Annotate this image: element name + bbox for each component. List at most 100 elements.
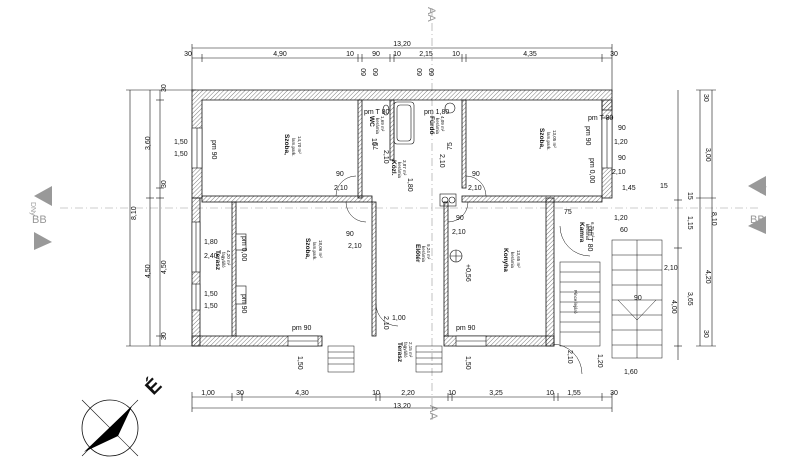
room-area: 1,69 m² [380,116,385,132]
room-name: Terasz [396,342,403,363]
top-dim-seg: 4,35 [523,51,537,58]
opening-dim: 1,50 [174,139,188,146]
section-label-bottom: AA [427,405,439,420]
room-label-szoba-1: Szoba, lam.park. 14,70 m² [283,134,302,157]
opening-label: pm 90 [292,325,312,332]
opening-dim: 2,10 [566,350,573,364]
opening-dim: 1,50 [204,303,218,310]
room-label-furdo: Fürdő kerámia 4,09 m² [428,116,445,135]
top-dim-seg: 10 [346,51,354,58]
room-name: WC [368,116,375,127]
left-dim-seg: 30 [161,180,168,188]
left-dimension-chain [126,89,196,347]
top-inner-dim: 60 [417,68,424,76]
opening-dim: 75 [447,142,454,150]
opening-dim: 2,10 [612,169,626,176]
bottom-dim-seg: 2,20 [401,390,415,397]
room-name: Szoba, [304,238,311,259]
right-dim-seg: 15 [686,192,693,200]
opening-dim: 1,50 [296,356,303,370]
bottom-dim-seg: 10 [546,390,554,397]
room-name: Szoba, [538,128,545,149]
opening-dim: 90 [346,231,354,238]
left-total-dim: 8,10 [131,206,138,220]
opening-dim: 2,10 [664,265,678,272]
room-area: 9,24 m² [426,244,431,260]
opening-dim: 90 [618,155,626,162]
opening-dim: 90 [456,215,464,222]
opening-label: pm T 80 [588,115,614,122]
opening-dim: 10 [370,138,377,146]
bottom-dim-seg: 10 [448,390,456,397]
bottom-dim-seg: 3,25 [489,390,503,397]
room-name: Konyha [502,248,509,272]
opening-dim: 75 [564,209,572,216]
opening-dim: 2,10 [438,154,445,168]
room-name: Előtér [414,244,421,263]
opening-label: pm 90 [456,325,476,332]
opening-dim: 15 [660,183,668,190]
room-label-kozl: Közl. kerámia 3,87 m² [390,160,407,179]
room-label-terasz-1: Terasz fagyálló 4,20 m² [214,250,231,271]
room-finish: fagyálló [221,252,226,268]
opening-dim: 2,10 [334,185,348,192]
north-arrow: É [81,374,166,457]
opening-dim: 60 [620,227,628,234]
opening-dim: 1,00 [392,315,406,322]
top-inner-dim: 60 [361,68,368,76]
opening-label: pm 1,80 [424,109,449,116]
room-name: Terasz [214,250,221,271]
right-dim-seg: 4,00 [670,300,677,314]
opening-dim: 1,20 [614,139,628,146]
section-label-left-bottom: BB [32,214,47,226]
left-lower-dim: 4,50 [145,264,152,278]
opening-dim: 2,10 [382,150,389,164]
door-swings [335,175,591,375]
room-area: 6,75 m² [590,222,595,238]
room-area: 3,87 m² [402,160,407,176]
bottom-dim-seg: 1,55 [567,390,581,397]
room-label-szoba-2: Szoba, lam.park. 13,05 m² [538,128,557,151]
left-dim-seg: 30 [161,332,168,340]
room-label-terasz-2: Terasz fagyálló 2,15 m² [396,342,413,363]
top-dimension-chain [191,44,613,92]
bottom-dim-seg: 30 [610,390,618,397]
top-inner-dim: 60 [429,68,436,76]
top-dim-seg: 30 [610,51,618,58]
room-name: Kamra [578,222,585,243]
room-label-szoba-3: Szoba, lam.park. 18,06 m² [304,238,323,261]
opening-dim: 90 [472,171,480,178]
opening-dim: 2,10 [452,229,466,236]
stairs [559,239,663,359]
opening-dim: 90 [618,125,626,132]
right-lower-dim: 4,20 [704,270,711,284]
room-finish: kerámia [585,224,590,241]
room-finish: kerámia [435,118,440,135]
left-dim-seg: 30 [161,84,168,92]
bottom-dim-seg: 4,30 [295,390,309,397]
room-finish: kerámia [421,246,426,263]
level-mark: +0,56 [464,264,471,282]
opening-labels: pm T 80 pm 1,80 pm 90 pm 90 pm 0,00 pm 0… [174,109,678,376]
opening-dim: 1,60 [624,369,638,376]
section-arrows [34,176,766,250]
opening-dim: 2,10 [468,185,482,192]
room-finish: lam.park. [312,242,317,261]
bottom-dim-seg: 1,00 [201,390,215,397]
opening-dim: 1,20 [596,354,603,368]
walls [191,89,613,347]
room-finish: kerámia [510,252,515,269]
room-label-kamra: Kamra kerámia 6,75 m² [578,222,595,243]
top-dim-seg: 90 [372,51,380,58]
top-inner-dim: 60 [373,68,380,76]
opening-label: pm 90 [584,126,591,146]
room-finish: kerámia [397,162,402,179]
opening-dim: 75 [373,142,380,150]
bottom-total-dim: 13,20 [393,403,411,410]
room-area: 4,20 m² [226,250,231,266]
bottom-dim-seg: 30 [236,390,244,397]
room-name: Közl. [390,160,397,176]
room-finish: kerámia [375,118,380,135]
section-axis-lines [60,8,760,420]
